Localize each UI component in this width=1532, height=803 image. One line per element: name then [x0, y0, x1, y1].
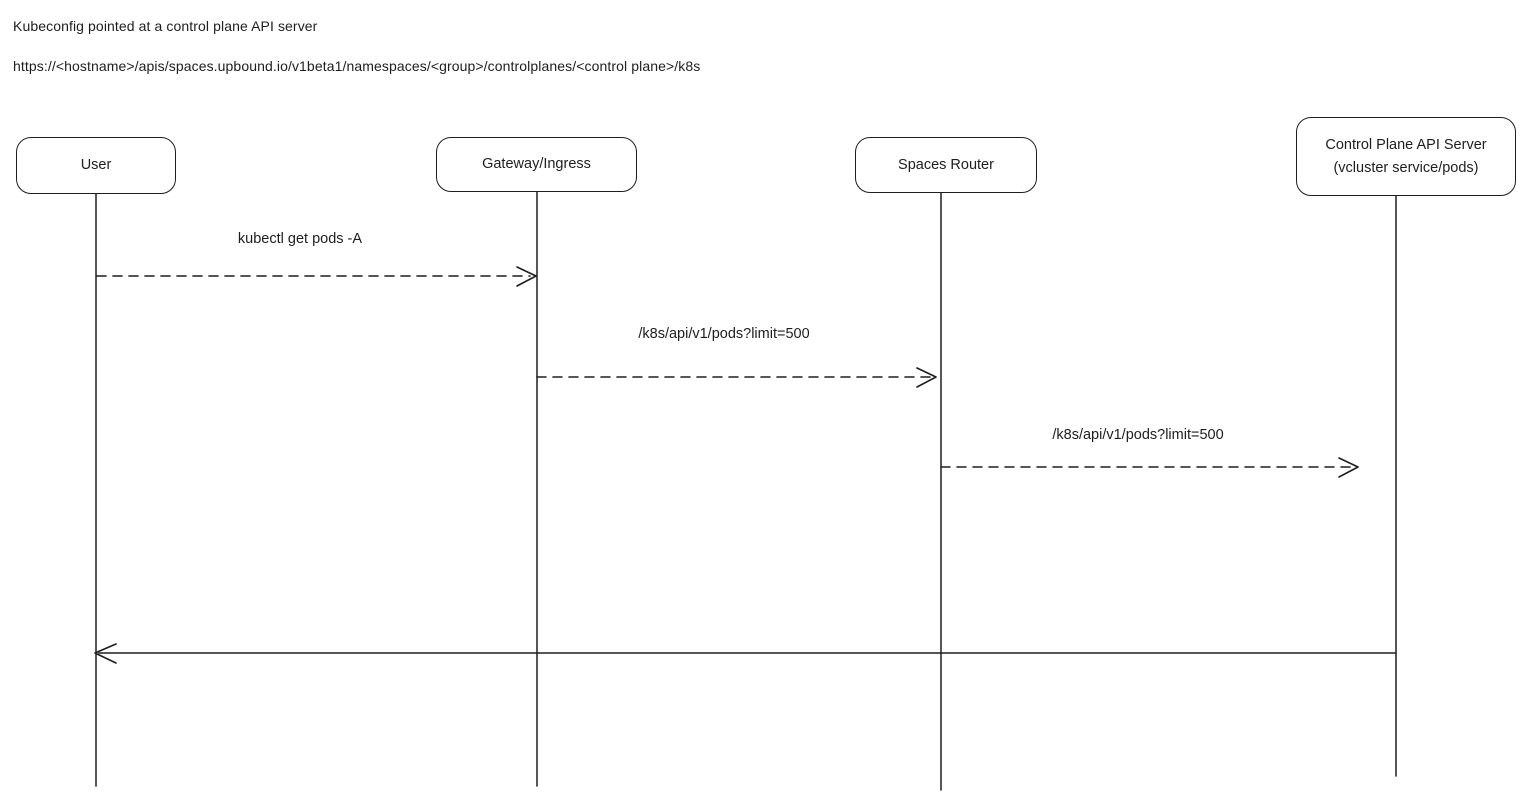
arrowhead-right-icon: [516, 266, 537, 287]
actor-sublabel: (vcluster service/pods): [1333, 159, 1479, 176]
arrowhead-right-icon: [916, 367, 937, 388]
message-arrow-kubectl: [96, 266, 537, 287]
message-arrow-pods-1: [536, 367, 937, 388]
message-label-pods-1: /k8s/api/v1/pods?limit=500: [638, 326, 810, 342]
message-label-pods-2: /k8s/api/v1/pods?limit=500: [1052, 427, 1224, 443]
actor-label: Gateway/Ingress: [482, 156, 591, 173]
actor-label: Control Plane API Server: [1325, 137, 1487, 154]
actor-box-control-plane: Control Plane API Server (vcluster servi…: [1296, 117, 1516, 196]
message-arrow-pods-2: [940, 457, 1359, 478]
arrowhead-right-icon: [1338, 457, 1359, 478]
message-arrow-return: [94, 643, 1397, 664]
actor-box-gateway: Gateway/Ingress: [436, 137, 637, 192]
diagram-title: Kubeconfig pointed at a control plane AP…: [13, 18, 318, 34]
control-plane-url: https://<hostname>/apis/spaces.upbound.i…: [13, 58, 701, 74]
actor-label: User: [80, 157, 112, 174]
actor-label: Spaces Router: [898, 156, 994, 173]
actor-box-spaces-router: Spaces Router: [855, 137, 1037, 193]
actor-box-user: User: [16, 137, 176, 194]
message-label-kubectl: kubectl get pods -A: [237, 231, 363, 247]
arrowhead-left-icon: [94, 643, 117, 664]
